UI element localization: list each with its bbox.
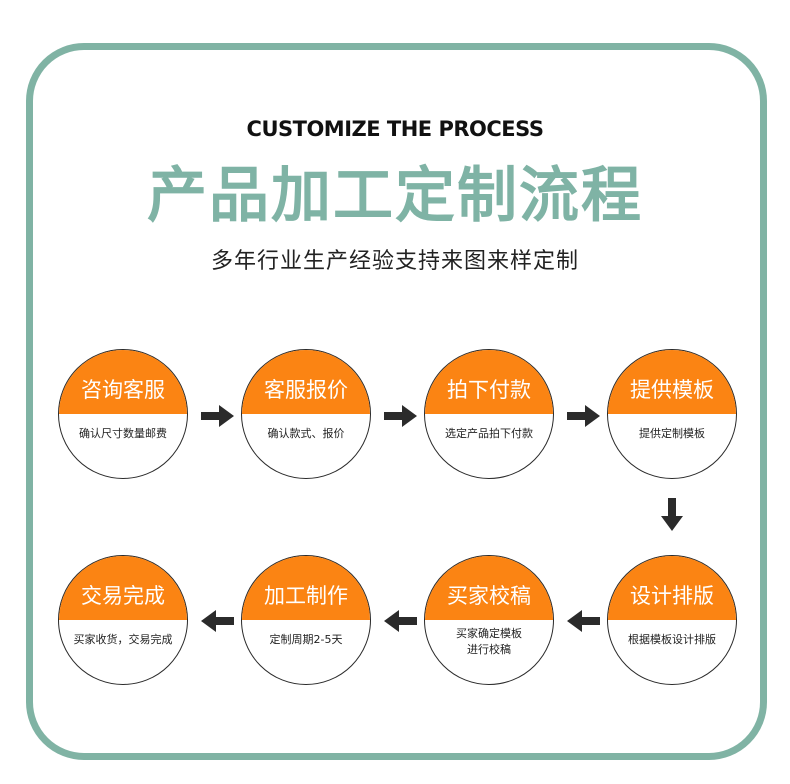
step-title: 提供模板 (630, 378, 714, 402)
step-description: 提供定制模板 (639, 427, 705, 440)
step-title: 买家校稿 (447, 584, 531, 608)
step-description: 买家收货，交易完成 (73, 633, 173, 646)
step-header-band (59, 556, 187, 620)
arrow-right-icon (384, 405, 417, 427)
step-title: 拍下付款 (447, 378, 531, 402)
step-description: 买家确定模板 进行校稿 (456, 627, 522, 656)
step-4: 提供模板 提供定制模板 (607, 349, 737, 479)
page-title: 产品加工定制流程 (147, 161, 643, 231)
arrow-right-icon (201, 405, 234, 427)
arrow-left-icon (384, 610, 417, 632)
step-8: 交易完成 买家收货，交易完成 (58, 555, 188, 685)
step-title: 设计排版 (630, 584, 714, 608)
arrow-left-icon (567, 610, 600, 632)
step-5: 设计排版 根据模板设计排版 (607, 555, 737, 685)
step-description: 定制周期2-5天 (269, 633, 343, 646)
step-3: 拍下付款 选定产品拍下付款 (424, 349, 554, 479)
arrow-left-icon (201, 610, 234, 632)
step-title: 客服报价 (264, 378, 348, 402)
step-title: 咨询客服 (81, 378, 165, 402)
step-header-band (425, 556, 553, 620)
step-2: 客服报价 确认款式、报价 (241, 349, 371, 479)
step-title: 交易完成 (81, 584, 165, 608)
step-description: 确认款式、报价 (267, 427, 345, 440)
rounded-frame (26, 43, 767, 760)
arrow-right-icon (567, 405, 600, 427)
arrow-down-icon (661, 498, 683, 531)
step-header-band (59, 350, 187, 414)
step-description: 确认尺寸数量邮费 (79, 427, 167, 440)
step-title: 加工制作 (264, 584, 348, 608)
step-header-band (425, 350, 553, 414)
step-1: 咨询客服 确认尺寸数量邮费 (58, 349, 188, 479)
step-description: 根据模板设计排版 (628, 633, 716, 646)
step-header-band (242, 556, 370, 620)
step-description: 选定产品拍下付款 (445, 427, 533, 440)
step-header-band (608, 556, 736, 620)
step-7: 加工制作 定制周期2-5天 (241, 555, 371, 685)
english-subtitle: CUSTOMIZE THE PROCESS (246, 117, 544, 141)
step-header-band (608, 350, 736, 414)
step-header-band (242, 350, 370, 414)
tagline: 多年行业生产经验支持来图来样定制 (210, 249, 579, 274)
step-6: 买家校稿 买家确定模板 进行校稿 (424, 555, 554, 685)
